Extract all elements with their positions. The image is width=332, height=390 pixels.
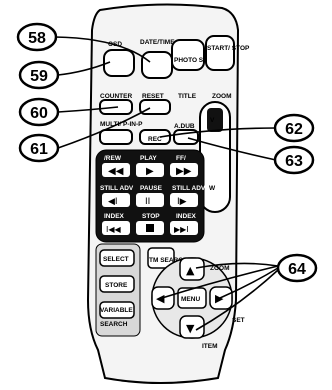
pause-label: PAUSE [140,185,163,192]
multi-button[interactable] [99,129,133,145]
start-stop-label: START/ STOP [207,45,250,52]
callout-60: 60 [18,97,60,127]
reset-button[interactable] [139,99,171,115]
leader-62 [159,127,277,138]
variable-label: VARIABLE [100,307,133,314]
search-label: SEARCH [100,321,128,328]
tape-search-label: TM SEARCH [149,257,188,264]
leader-64c [219,267,279,299]
leader-59 [57,61,111,76]
index-right-button[interactable]: ▶▶I [170,221,198,235]
pause-button[interactable]: II [136,193,164,207]
rec-label: REC [148,136,162,143]
store-label: STORE [105,282,128,289]
callout-59: 59 [18,60,60,90]
svg-text:II: II [145,197,150,207]
start-stop-button[interactable] [205,35,235,71]
title-label: TITLE [178,93,197,100]
tape-search-button[interactable] [147,247,175,269]
leader-64b [161,265,279,299]
svg-text:▶: ▶ [215,292,224,305]
set-label: SET [232,317,245,324]
svg-text:I◀◀: I◀◀ [106,225,122,234]
rec-button[interactable] [139,129,171,145]
svg-text:◀I: ◀I [108,197,118,207]
zoom-w-label: W [209,185,216,192]
store-button[interactable] [99,275,135,293]
stop-label: STOP [142,213,160,220]
zoom-v-label: V [210,117,215,124]
svg-text:64: 64 [288,261,306,278]
down-button[interactable]: ▼ [179,315,205,339]
leader-60 [57,106,119,113]
callout-58: 58 [16,22,58,52]
date-time-button[interactable] [141,51,173,79]
callout-62: 62 [273,113,315,143]
svg-text:▶▶I: ▶▶I [174,225,189,234]
index-left-label: INDEX [104,213,125,220]
play-label: PLAY [140,155,157,162]
svg-text:▶: ▶ [146,166,154,177]
still-adv-left-button[interactable]: ◀I [102,193,130,207]
variable-search-button[interactable] [99,301,135,319]
leader-lines [54,36,279,331]
menu-button[interactable] [177,287,207,309]
svg-text:60: 60 [30,105,48,122]
svg-text:61: 61 [30,141,48,158]
select-label: SELECT [103,256,129,263]
osd-button[interactable] [103,49,135,77]
item-label: ITEM [202,343,218,350]
rew-button[interactable]: ◀◀ [102,163,130,177]
zoom-label: ZOOM [212,93,232,100]
leader-58 [54,36,151,63]
svg-text:▲: ▲ [186,264,195,277]
date-time-label: DATE/TIME [140,39,175,46]
rew-label: /REW [104,155,122,162]
still-adv-left-label: STILL ADV [100,185,134,192]
callout-63: 63 [273,145,315,175]
still-adv-right-button[interactable]: I▶ [170,193,198,207]
ff-button[interactable]: ▶▶ [170,163,198,177]
callout-64: 64 [276,253,318,283]
index-left-button[interactable]: I◀◀ [102,221,130,235]
stop-button[interactable] [136,221,164,235]
callout-61: 61 [18,133,60,163]
select-button[interactable] [99,249,135,267]
up-button[interactable]: ▲ [179,257,205,281]
zoom-tele-button[interactable] [207,108,223,132]
a-dub-label: A.DUB [174,123,195,130]
svg-text:58: 58 [28,30,46,47]
leader-61 [57,107,151,149]
leader-64d [195,269,279,331]
svg-text:I▶: I▶ [177,197,187,207]
leader-64a [195,262,279,269]
counter-label: COUNTER [100,93,132,100]
ff-label: FF/ [176,155,186,162]
still-adv-right-label: STILL ADV [172,185,206,192]
svg-text:59: 59 [30,68,48,85]
svg-text:◀: ◀ [156,292,165,305]
svg-text:▶▶: ▶▶ [176,166,192,177]
leader-63 [187,137,277,161]
svg-text:63: 63 [285,153,303,170]
menu-label: MENU [181,296,200,303]
svg-text:▼: ▼ [186,322,195,335]
reset-label: RESET [142,93,164,100]
index-right-label: INDEX [176,213,197,220]
photo-shot-label: PHOTO SHOT [174,57,217,64]
photo-shot-button[interactable] [171,39,205,71]
play-button[interactable]: ▶ [136,163,164,177]
multi-label: MULTI/ P-IN-P [100,121,143,128]
zoom-small-label: ZOOM [210,265,230,272]
svg-text:◀◀: ◀◀ [108,166,124,177]
svg-text:62: 62 [285,121,303,138]
